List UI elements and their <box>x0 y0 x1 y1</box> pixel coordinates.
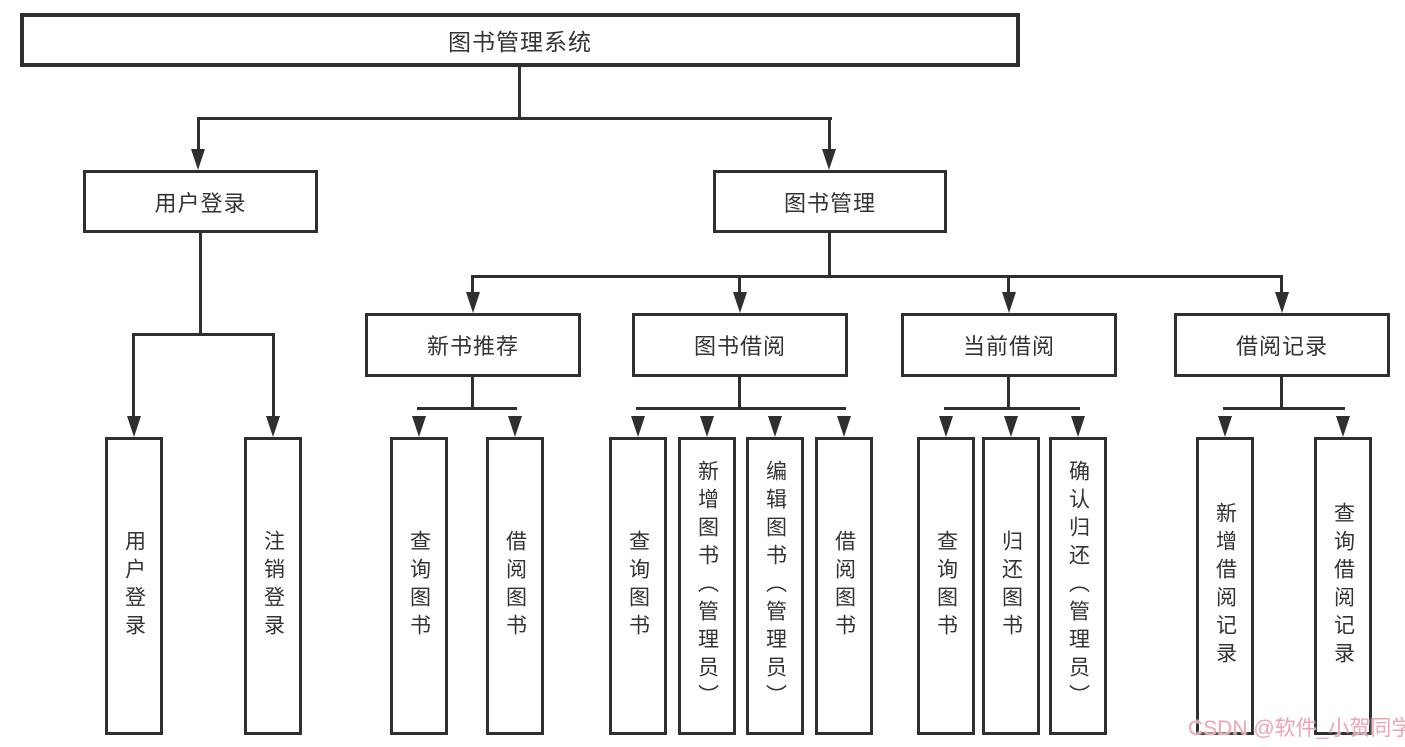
leaf-confirm-return-admin: 确认归还（管理员） <box>1049 437 1107 735</box>
arrowhead <box>191 149 205 170</box>
arrowhead <box>508 416 522 437</box>
leaf-add-borrow-record: 新增借阅记录 <box>1196 437 1254 735</box>
connector-line <box>471 275 474 295</box>
arrowhead <box>1336 416 1350 437</box>
leaf-user-login-label: 用户登录 <box>122 530 146 642</box>
connector-line <box>132 333 135 418</box>
leaf-return-books-label: 归还图书 <box>999 530 1023 642</box>
leaf-add-books-admin-label: 新增图书（管理员） <box>695 460 719 712</box>
arrowhead <box>127 416 141 437</box>
connector-line <box>828 117 831 153</box>
leaf-query-books-borrow-label: 查询图书 <box>626 530 650 642</box>
connector-line <box>197 117 200 153</box>
node-book-management-label: 图书管理 <box>783 190 876 216</box>
node-book-borrow: 图书借阅 <box>632 313 848 377</box>
connector-line <box>828 233 831 278</box>
arrowhead <box>1218 416 1232 437</box>
arrowhead <box>1002 292 1016 313</box>
connector-line <box>471 275 1283 278</box>
arrowhead <box>700 416 714 437</box>
arrowhead <box>733 292 747 313</box>
leaf-edit-books-admin-label: 编辑图书（管理员） <box>763 460 787 712</box>
leaf-confirm-return-admin-label: 确认归还（管理员） <box>1066 460 1090 712</box>
connector-line <box>1280 275 1283 295</box>
connector-line <box>1007 275 1010 295</box>
leaf-query-books-current-label: 查询图书 <box>934 530 958 642</box>
leaf-query-books-recommend-label: 查询图书 <box>407 530 431 642</box>
node-current-borrow-label: 当前借阅 <box>962 334 1055 359</box>
connector-line <box>1007 377 1010 410</box>
connector-line <box>1223 407 1345 410</box>
leaf-query-books-borrow: 查询图书 <box>609 437 667 735</box>
leaf-edit-books-admin: 编辑图书（管理员） <box>746 437 804 735</box>
leaf-borrow-books: 借阅图书 <box>815 437 873 735</box>
connector-line <box>132 333 275 336</box>
connector-line <box>199 233 202 336</box>
node-borrow-records-label: 借阅记录 <box>1235 334 1328 359</box>
node-book-management: 图书管理 <box>713 170 947 233</box>
connector-line <box>518 65 521 120</box>
leaf-add-borrow-record-label: 新增借阅记录 <box>1213 502 1237 670</box>
arrowhead <box>466 292 480 313</box>
leaf-user-login: 用户登录 <box>105 437 163 735</box>
connector-line <box>1280 377 1283 410</box>
arrowhead <box>1004 416 1018 437</box>
connector-line <box>944 407 1080 410</box>
node-borrow-records: 借阅记录 <box>1174 313 1390 377</box>
node-current-borrow: 当前借阅 <box>901 313 1117 377</box>
node-book-borrow-label: 图书借阅 <box>693 334 786 359</box>
connector-line <box>417 407 517 410</box>
leaf-query-books-recommend: 查询图书 <box>390 437 448 735</box>
node-root: 图书管理系统 <box>20 13 1020 67</box>
node-user-login-label: 用户登录 <box>154 190 247 216</box>
leaf-add-books-admin: 新增图书（管理员） <box>678 437 736 735</box>
leaf-query-borrow-record: 查询借阅记录 <box>1314 437 1372 735</box>
arrowhead <box>1071 416 1085 437</box>
leaf-borrow-books-recommend: 借阅图书 <box>486 437 544 735</box>
connector-line <box>197 117 832 120</box>
arrowhead <box>631 416 645 437</box>
node-root-label: 图书管理系统 <box>448 29 592 55</box>
connector-line <box>738 275 741 295</box>
leaf-borrow-books-label: 借阅图书 <box>832 530 856 642</box>
arrowhead <box>768 416 782 437</box>
connector-line <box>471 377 474 410</box>
node-new-book-recommend: 新书推荐 <box>365 313 581 377</box>
connector-line <box>636 407 846 410</box>
leaf-borrow-books-recommend-label: 借阅图书 <box>503 530 527 642</box>
leaf-query-books-current: 查询图书 <box>917 437 975 735</box>
csdn-watermark: CSDN @软件_小贺同学 <box>1188 717 1405 740</box>
arrowhead <box>1275 292 1289 313</box>
arrowhead <box>939 416 953 437</box>
node-new-book-recommend-label: 新书推荐 <box>426 334 519 359</box>
leaf-logout: 注销登录 <box>244 437 302 735</box>
arrowhead <box>266 416 280 437</box>
connector-line <box>272 333 275 418</box>
leaf-query-borrow-record-label: 查询借阅记录 <box>1331 502 1355 670</box>
node-user-login: 用户登录 <box>83 170 318 233</box>
leaf-return-books: 归还图书 <box>982 437 1040 735</box>
arrowhead <box>837 416 851 437</box>
arrowhead <box>822 149 836 170</box>
leaf-logout-label: 注销登录 <box>261 530 285 642</box>
connector-line <box>738 377 741 410</box>
arrowhead <box>412 416 426 437</box>
